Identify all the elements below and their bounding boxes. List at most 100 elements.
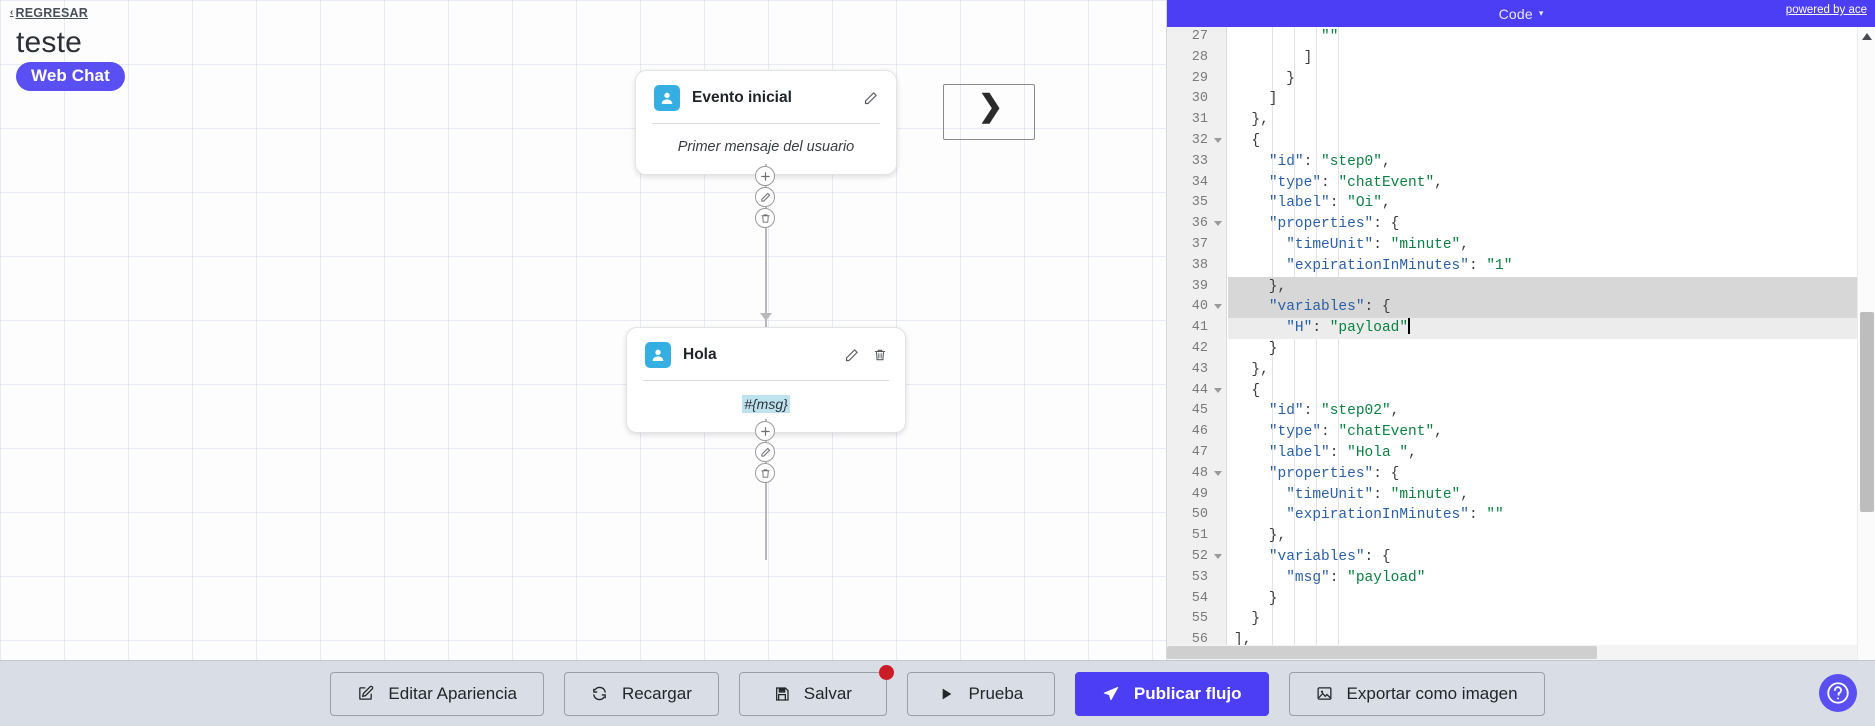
- help-button[interactable]: [1819, 674, 1857, 712]
- gutter-line-number[interactable]: 53: [1191, 569, 1208, 585]
- gutter-line-number[interactable]: 45: [1191, 403, 1208, 419]
- powered-by-link[interactable]: powered by ace: [1785, 4, 1867, 16]
- back-link[interactable]: ‹ REGRESAR: [10, 6, 88, 20]
- flow-node-hola[interactable]: Hola #{msg}: [626, 327, 906, 433]
- gutter-line-number[interactable]: 28: [1191, 49, 1208, 65]
- code-line[interactable]: "": [1321, 29, 1339, 45]
- editor-vertical-scrollbar[interactable]: [1857, 27, 1875, 660]
- gutter-line-number[interactable]: 32: [1167, 131, 1226, 152]
- code-line[interactable]: }: [1234, 611, 1261, 628]
- code-line[interactable]: "timeUnit": "minute",: [1286, 236, 1469, 253]
- gutter-line-number[interactable]: 50: [1191, 507, 1208, 523]
- connector-delete-button[interactable]: [755, 463, 775, 483]
- fold-triangle-icon[interactable]: [1214, 553, 1222, 559]
- gutter-line-number[interactable]: 35: [1191, 195, 1208, 211]
- edit-pencil-icon[interactable]: [844, 348, 859, 363]
- gutter-line-number[interactable]: 55: [1191, 611, 1208, 627]
- code-line[interactable]: "properties": {: [1268, 465, 1400, 482]
- code-line[interactable]: "id": "step0",: [1268, 153, 1391, 170]
- flow-canvas[interactable]: ‹ REGRESAR teste Web Chat Evento inicial: [0, 0, 1168, 660]
- toolbar-button-recargar[interactable]: Recargar: [563, 671, 719, 716]
- connector-delete-button[interactable]: [755, 208, 775, 228]
- code-line[interactable]: "variables": {: [1228, 297, 1857, 319]
- code-line[interactable]: "label": "Hola ",: [1268, 444, 1417, 461]
- toolbar-button-editar-apariencia[interactable]: Editar Apariencia: [330, 671, 544, 716]
- connector-edit-button[interactable]: [755, 187, 775, 207]
- code-line[interactable]: "H": "payload": [1228, 318, 1857, 339]
- fold-triangle-icon[interactable]: [1214, 387, 1222, 393]
- trash-icon[interactable]: [873, 348, 887, 362]
- code-line[interactable]: "properties": {: [1268, 216, 1400, 233]
- code-line[interactable]: {: [1234, 132, 1261, 149]
- gutter-line-number[interactable]: 47: [1191, 444, 1208, 460]
- code-line[interactable]: "label": "Oi",: [1268, 195, 1391, 212]
- gutter-line-number[interactable]: 39: [1191, 278, 1208, 294]
- code-fold-widget[interactable]: [943, 84, 1035, 140]
- gutter-line-number[interactable]: 27: [1191, 29, 1208, 44]
- gutter-line-number[interactable]: 56: [1191, 632, 1208, 648]
- code-panel-header[interactable]: Code ▾ powered by ace: [1167, 0, 1875, 27]
- code-line[interactable]: "expirationInMinutes": "1": [1286, 257, 1513, 274]
- gutter-line-number[interactable]: 49: [1191, 486, 1208, 502]
- code-line[interactable]: }: [1234, 70, 1295, 87]
- code-line[interactable]: }: [1234, 590, 1278, 607]
- code-line[interactable]: }: [1234, 340, 1278, 357]
- fold-triangle-icon[interactable]: [1214, 470, 1222, 476]
- code-line[interactable]: "type": "chatEvent",: [1268, 424, 1443, 441]
- code-line[interactable]: "variables": {: [1268, 548, 1391, 565]
- code-line[interactable]: ],: [1234, 632, 1252, 649]
- fold-chevron-icon[interactable]: ❯: [978, 90, 1004, 123]
- code-line[interactable]: },: [1228, 276, 1857, 298]
- fold-triangle-icon[interactable]: [1214, 221, 1222, 227]
- code-line[interactable]: "expirationInMinutes": "": [1286, 507, 1504, 524]
- gutter-line-number[interactable]: 52: [1167, 547, 1226, 568]
- gutter-line-number[interactable]: 36: [1167, 214, 1226, 235]
- gutter-line-number[interactable]: 46: [1191, 424, 1208, 440]
- flow-node-evento-inicial[interactable]: Evento inicial Primer mensaje del usuari…: [635, 70, 897, 175]
- gutter-line-number[interactable]: 43: [1191, 361, 1208, 377]
- code-line[interactable]: {: [1234, 382, 1261, 399]
- scroll-up-arrow-icon[interactable]: [1862, 33, 1872, 40]
- editor-content[interactable]: "" ] } ] }, { "id": "step0", "type": "ch…: [1228, 27, 1857, 660]
- gutter-line-number[interactable]: 44: [1167, 381, 1226, 402]
- editor-horizontal-scrollbar[interactable]: [1167, 645, 1857, 660]
- gutter-line-number[interactable]: 37: [1191, 236, 1208, 252]
- fold-triangle-icon[interactable]: [1214, 137, 1222, 143]
- code-line[interactable]: ]: [1234, 49, 1313, 66]
- gutter-line-number[interactable]: 30: [1191, 91, 1208, 107]
- code-line[interactable]: },: [1234, 112, 1269, 129]
- code-line[interactable]: },: [1234, 528, 1287, 545]
- scrollbar-thumb[interactable]: [1167, 646, 1597, 659]
- code-line[interactable]: },: [1234, 361, 1269, 378]
- gutter-line-number[interactable]: 51: [1191, 528, 1208, 544]
- gutter-line-number[interactable]: 38: [1191, 257, 1208, 273]
- gutter-line-number[interactable]: 41: [1191, 320, 1208, 336]
- gutter-line-number[interactable]: 54: [1191, 590, 1208, 606]
- toolbar-button-exportar-como-imagen[interactable]: Exportar como imagen: [1288, 671, 1545, 716]
- edit-pencil-icon[interactable]: [863, 91, 878, 106]
- toolbar-button-prueba[interactable]: Prueba: [906, 671, 1055, 716]
- gutter-line-number[interactable]: 33: [1191, 153, 1208, 169]
- fold-triangle-icon[interactable]: [1214, 304, 1222, 310]
- toolbar-button-publicar-flujo[interactable]: Publicar flujo: [1074, 671, 1269, 716]
- code-line[interactable]: "timeUnit": "minute",: [1286, 486, 1469, 503]
- user-avatar-icon: [654, 85, 680, 111]
- scrollbar-thumb[interactable]: [1860, 312, 1874, 512]
- connector-add-button[interactable]: [755, 166, 775, 186]
- gutter-line-number[interactable]: 40: [1167, 297, 1226, 318]
- connector-edit-button[interactable]: [755, 442, 775, 462]
- gutter-line-number[interactable]: 48: [1167, 464, 1226, 485]
- code-line[interactable]: ]: [1234, 91, 1278, 108]
- gutter-line-number[interactable]: 29: [1191, 70, 1208, 86]
- node-divider: [652, 123, 880, 124]
- code-line[interactable]: "msg": "payload": [1286, 569, 1426, 586]
- gutter-line-number[interactable]: 34: [1191, 174, 1208, 190]
- gutter-line-number[interactable]: 42: [1191, 340, 1208, 356]
- toolbar-button-salvar[interactable]: Salvar: [738, 664, 894, 716]
- code-line[interactable]: "type": "chatEvent",: [1268, 174, 1443, 191]
- connector-add-button[interactable]: [755, 421, 775, 441]
- code-line[interactable]: "id": "step02",: [1268, 403, 1400, 420]
- gutter-line-number[interactable]: 31: [1191, 112, 1208, 128]
